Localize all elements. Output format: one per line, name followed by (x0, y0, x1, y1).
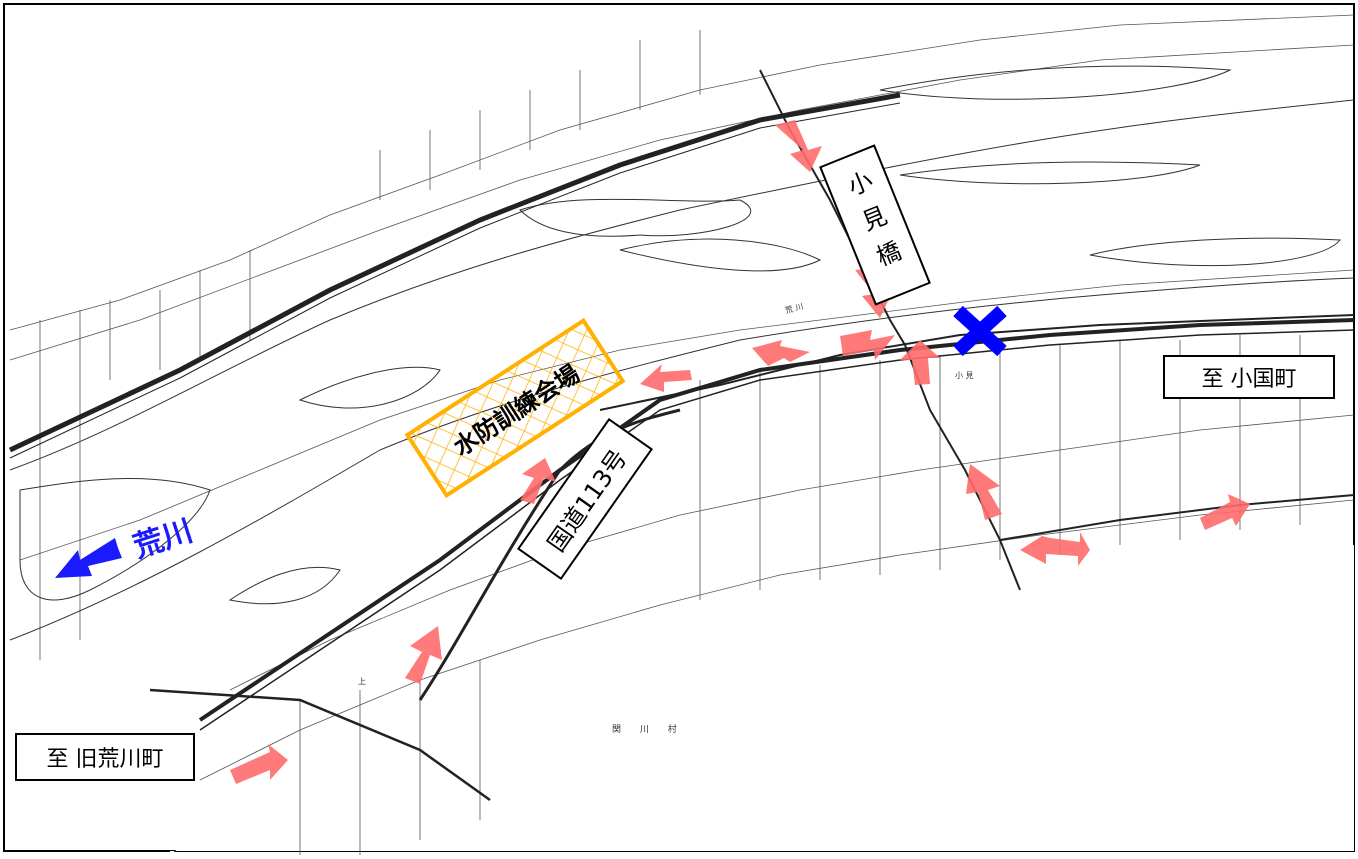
red-arrow-icon (966, 464, 1002, 520)
x-mark-icon (953, 305, 1007, 357)
red-arrow-icon (1200, 494, 1250, 530)
highway-lines (8, 69, 1355, 802)
to-arakawa-label: 至 旧荒川町 (15, 733, 195, 781)
red-arrow-icon (1020, 532, 1090, 566)
red-arrow-icon (775, 120, 822, 172)
red-arrow-icon (520, 458, 556, 504)
arrow-left-icon (55, 538, 122, 578)
map-label-village: 関 川 村 (612, 725, 685, 735)
river-banks (9, 65, 1355, 641)
red-arrow-icon (752, 340, 810, 366)
venue-area (404, 317, 626, 499)
parcel-lines (9, 14, 1355, 855)
traffic-arrows (230, 120, 1250, 784)
map-label-district: 小 見 (955, 371, 974, 380)
to-oguni-label: 至 小国町 (1163, 355, 1335, 399)
red-arrow-icon (640, 364, 692, 392)
red-arrow-icon (405, 626, 442, 684)
map-label-town: 上 (358, 677, 366, 686)
red-arrow-icon (230, 744, 288, 784)
red-arrow-icon (900, 340, 940, 385)
red-arrow-icon (840, 330, 895, 360)
